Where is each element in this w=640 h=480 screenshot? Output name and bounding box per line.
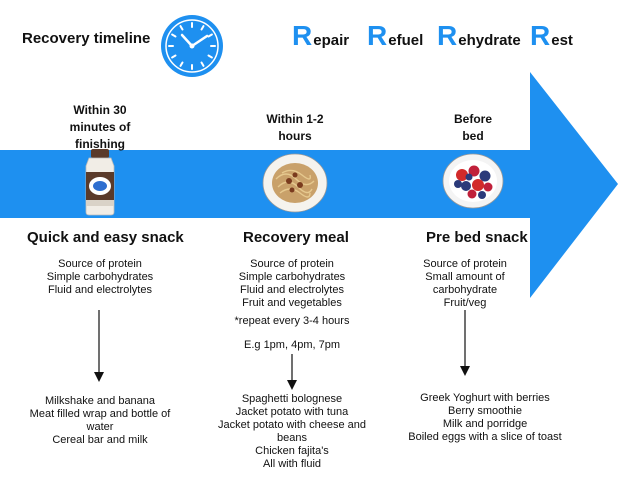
- clock-icon: [161, 15, 223, 77]
- section-title-pre-bed-snack: Pre bed snack: [426, 229, 528, 246]
- time-label-before-bed: Before bed: [453, 112, 492, 143]
- milkshake-bottle-icon: [85, 149, 115, 216]
- example-times-note: E.g 1pm, 4pm, 7pm: [244, 339, 340, 351]
- r-word-repair: Repair: [292, 20, 350, 51]
- down-arrow-recovery-meal: [287, 354, 297, 390]
- examples-list-pre-bed-snack: Greek Yoghurt with berries Berry smoothi…: [408, 392, 562, 443]
- needs-list-quick-snack: Source of protein Simple carbohydrates F…: [46, 258, 154, 296]
- time-label-30-minutes: Within 30 minutes of finishing: [69, 103, 131, 151]
- section-title-quick-snack: Quick and easy snack: [27, 229, 184, 246]
- down-arrow-pre-bed-snack: [460, 310, 470, 376]
- r-word-rest: Rest: [530, 20, 573, 51]
- needs-list-recovery-meal: Source of protein Simple carbohydrates F…: [238, 258, 346, 309]
- repeat-note: *repeat every 3-4 hours: [234, 315, 350, 327]
- r-word-rehydrate: Rehydrate: [437, 20, 521, 51]
- section-title-recovery-meal: Recovery meal: [243, 229, 349, 246]
- r-word-refuel: Refuel: [367, 20, 424, 51]
- berry-bowl-icon: [442, 153, 504, 209]
- time-label-1-2-hours: Within 1-2 hours: [266, 112, 324, 143]
- down-arrow-quick-snack: [94, 310, 104, 382]
- spaghetti-plate-icon: [262, 153, 328, 213]
- page-title: Recovery timeline: [22, 30, 151, 47]
- needs-list-pre-bed-snack: Source of protein Small amount of carboh…: [423, 258, 507, 309]
- examples-list-recovery-meal: Spaghetti bolognese Jacket potato with t…: [218, 393, 366, 470]
- examples-list-quick-snack: Milkshake and banana Meat filled wrap an…: [29, 395, 171, 446]
